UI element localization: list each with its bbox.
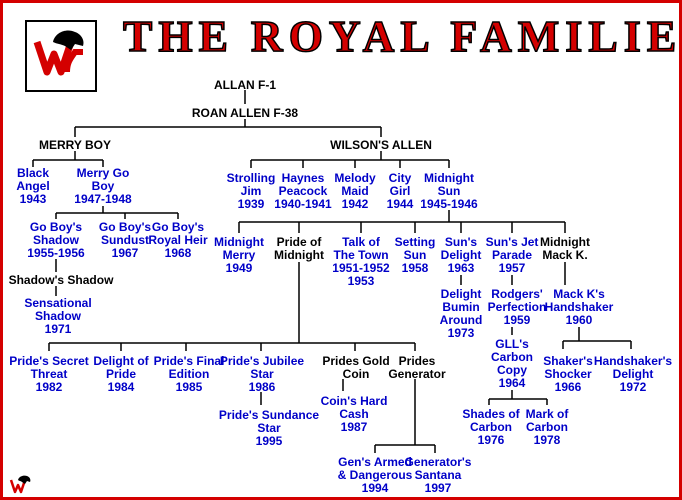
horse-logo-icon [33, 30, 84, 76]
node-roan-allen-f38: ROAN ALLEN F-38 [191, 106, 299, 120]
node-shadows-shadow: Shadow's Shadow [8, 273, 114, 287]
pedigree-lines [32, 90, 632, 453]
logo-box [25, 20, 97, 92]
node-merry-boy: MERRY BOY [38, 138, 112, 152]
node-allan-f1: ALLAN F-1 [214, 78, 276, 92]
node-wilsons-allen: WILSON'S ALLEN [330, 138, 432, 152]
page-title: THE ROYAL FAMILIES [122, 12, 682, 61]
small-horse-logo-icon [9, 475, 31, 494]
